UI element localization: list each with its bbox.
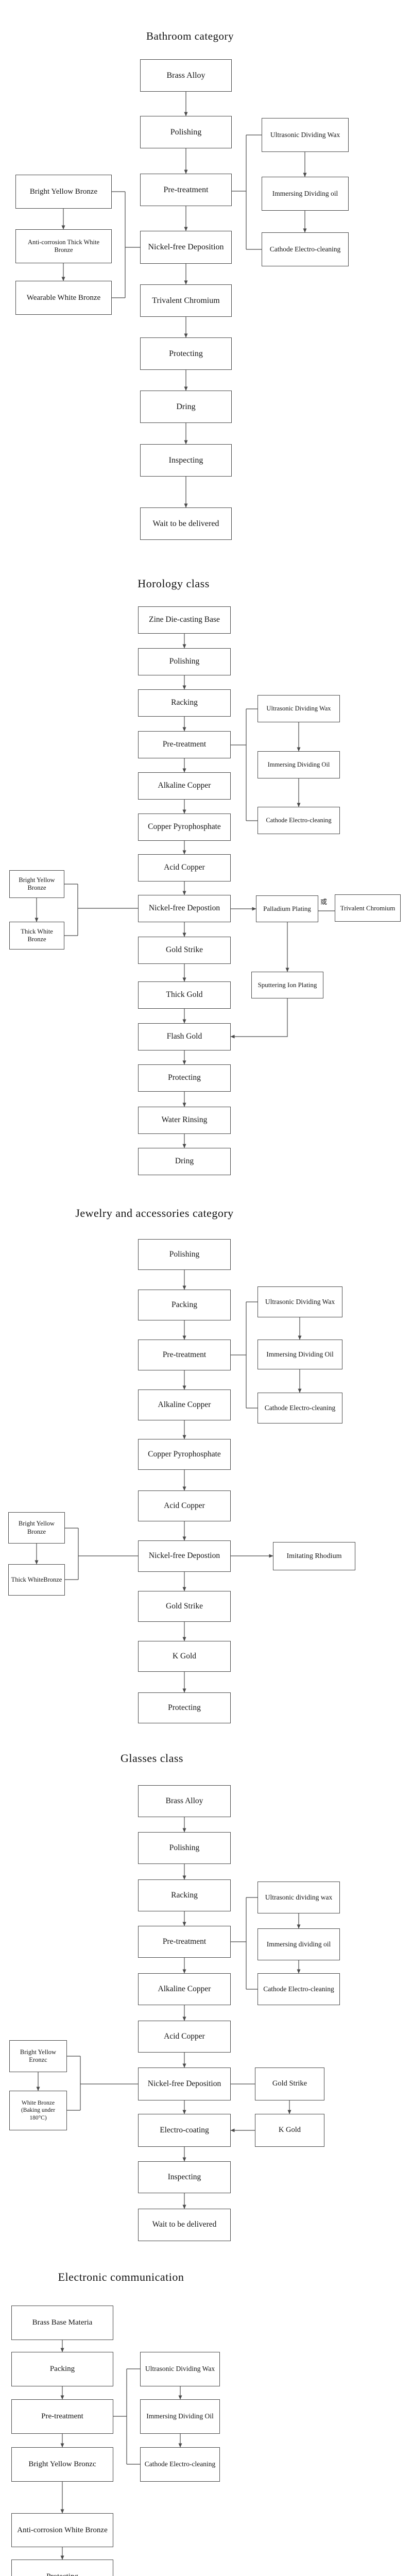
flow-node-ultrasonic-dividing-wax: Ultrasonic Dividing Wax (258, 695, 340, 722)
flow-node-immersing-dividing-oil: Immersing dividing oil (258, 1928, 340, 1960)
flow-node-flash-gold: Flash Gold (138, 1023, 231, 1050)
flow-node-inspecting: Inspecting (138, 2161, 231, 2193)
flow-node-pre-treatment: Pre-treatment (140, 174, 232, 206)
flow-node-zine-die-casting-base: Zine Die-casting Base (138, 606, 231, 634)
flow-node-ultrasonic-dividing-wax: Ultrasonic Dividing Wax (262, 118, 349, 152)
flow-node-immersing-dividing-oil: Immersing Dividing Oil (140, 2399, 220, 2434)
flow-node-thick-white-bronze: Thick White Bronze (9, 922, 64, 950)
flow-node-protecting: Protecting (138, 1064, 231, 1092)
flow-node-pre-treatment: Pre-treatment (11, 2399, 113, 2434)
flow-node-acid-copper: Acid Copper (138, 2021, 231, 2053)
flow-node-electro-coating: Electro-coating (138, 2114, 231, 2147)
section-title-bathroom-category: Bathroom category (146, 30, 234, 42)
flow-node-wearable-white-bronze: Wearable White Bronze (15, 281, 112, 315)
flow-node-protecting: Protecting (140, 337, 232, 370)
flow-node-cathode-electro-cleaning: Cathode Electro-cleaning (262, 232, 349, 266)
flow-node-gold-strike: Gold Strike (138, 1591, 231, 1622)
flow-node-ultrasonic-dividing-wax: Ultrasonic Dividing Wax (258, 1286, 342, 1317)
flow-node-imitating-rhodium: Imitating Rhodium (273, 1542, 355, 1570)
flow-node-nickel-free-deposition: Nickel-free Deposition (140, 231, 232, 264)
flow-node-white-bronze-baking-under-180-c: White Bronze (Baking under 180°C) (9, 2091, 67, 2130)
flow-node-acid-copper: Acid Copper (138, 1490, 231, 1521)
flow-node-brass-base-materia: Brass Base Materia (11, 2306, 113, 2340)
flow-node-alkaline-copper: Alkaline Copper (138, 1973, 231, 2005)
flow-node-packing: Packing (138, 1290, 231, 1320)
flow-node-anti-corrosion-white-bronze: Anti-corrosion White Bronze (11, 2513, 113, 2547)
flow-node-ultrasonic-dividing-wax: Ultrasonic dividing wax (258, 1882, 340, 1913)
flow-node-racking: Racking (138, 689, 231, 717)
flow-node-protecting: Protecting (138, 1692, 231, 1723)
flow-node-wait-to-be-delivered: Wait to be delivered (138, 2209, 231, 2241)
section-title-glasses-class: Glasses class (121, 1752, 183, 1765)
flow-node-acid-copper: Acid Copper (138, 854, 231, 882)
flow-node-water-rinsing: Water Rinsing (138, 1107, 231, 1134)
flow-node-anti-corrosion-thick-white-bronze: Anti-corrosion Thick White Bronze (15, 229, 112, 263)
flow-node-palladium-plating: Palladium Plating (256, 895, 318, 922)
flow-node-sputtering-ion-plating: Sputtering Ion Plating (251, 972, 323, 998)
connector-or-label: 或 (320, 898, 328, 906)
flow-node-polishing: Polishing (138, 1832, 231, 1864)
flow-node-trivalent-chromium: Trivalent Chromium (140, 284, 232, 317)
flow-node-immersing-dividing-oil: Immersing Dividing Oil (258, 751, 340, 778)
flow-node-wait-to-be-delivered: Wait to be delivered (140, 507, 232, 540)
flow-node-bright-yellow-bronze: Bright Yellow Bronze (15, 175, 112, 209)
flow-node-polishing: Polishing (138, 1239, 231, 1270)
section-title-horology-class: Horology class (138, 577, 210, 590)
flow-node-dring: Dring (138, 1148, 231, 1175)
flow-arrow (230, 998, 288, 1039)
flow-node-brass-alloy: Brass Alloy (138, 1785, 231, 1817)
flow-node-thick-whitebronze: Thick WhiteBronze (8, 1564, 65, 1596)
flow-node-alkaline-copper: Alkaline Copper (138, 1389, 231, 1420)
flow-node-brass-alloy: Brass Alloy (140, 59, 232, 92)
flow-node-gold-strike: Gold Strike (255, 2067, 324, 2100)
flow-node-packing: Packing (11, 2352, 113, 2386)
flow-node-k-gold: K Gold (255, 2114, 324, 2147)
flow-node-trivalent-chromium: Trivalent Chromium (335, 894, 401, 922)
section-title-electronic-communication: Electronic communication (58, 2270, 184, 2283)
flow-node-immersing-dividing-oil: Immersing Dividing oil (262, 177, 349, 211)
flow-node-bright-yellow-bronze: Bright Yellow Bronze (9, 870, 64, 898)
flow-node-pre-treatment: Pre-treatment (138, 1926, 231, 1958)
flow-node-racking: Racking (138, 1879, 231, 1911)
flow-node-nickel-free-depostion: Nickel-free Depostion (138, 895, 231, 922)
flow-node-nickel-free-deposition: Nickel-free Deposition (138, 2067, 231, 2100)
flow-node-immersing-dividing-oil: Immersing Dividing Oil (258, 1340, 342, 1369)
flow-node-alkaline-copper: Alkaline Copper (138, 772, 231, 800)
flow-node-gold-strike: Gold Strike (138, 937, 231, 964)
flow-node-pre-treatment: Pre-treatment (138, 731, 231, 758)
flow-node-inspecting: Inspecting (140, 444, 232, 477)
flow-node-dring: Dring (140, 391, 232, 423)
flow-node-copper-pyrophosphate: Copper Pyrophosphate (138, 814, 231, 841)
section-title-jewelry-and-accessories-category: Jewelry and accessories category (75, 1207, 234, 1219)
flow-node-thick-gold: Thick Gold (138, 981, 231, 1009)
flow-node-protecting: Protecting (11, 2560, 113, 2576)
flow-node-copper-pyrophosphate: Copper Pyrophosphate (138, 1439, 231, 1470)
flow-node-polishing: Polishing (140, 116, 232, 148)
flow-node-cathode-electro-cleaning: Cathode Electro-cleaning (258, 807, 340, 834)
flow-node-bright-yellow-bronzc: Bright Yellow Bronzc (11, 2447, 113, 2482)
flow-node-bright-yellow-bronze: Bright Yellow Bronze (8, 1512, 65, 1544)
flow-node-bright-yellow-eronzc: Bright Yellow Eronzc (9, 2040, 67, 2072)
flow-node-ultrasonic-dividing-wax: Ultrasonic Dividing Wax (140, 2352, 220, 2386)
flow-node-k-gold: K Gold (138, 1641, 231, 1672)
flow-node-polishing: Polishing (138, 648, 231, 675)
flow-node-cathode-electro-cleaning: Cathode Electro-cleaning (258, 1393, 342, 1423)
flow-node-cathode-electro-cleaning: Cathode Electro-cleaning (140, 2447, 220, 2482)
flow-node-nickel-free-depostion: Nickel-free Depostion (138, 1540, 231, 1572)
flow-node-cathode-electro-cleaning: Cathode Electro-cleaning (258, 1973, 340, 2005)
flow-node-pre-treatment: Pre-treatment (138, 1340, 231, 1370)
